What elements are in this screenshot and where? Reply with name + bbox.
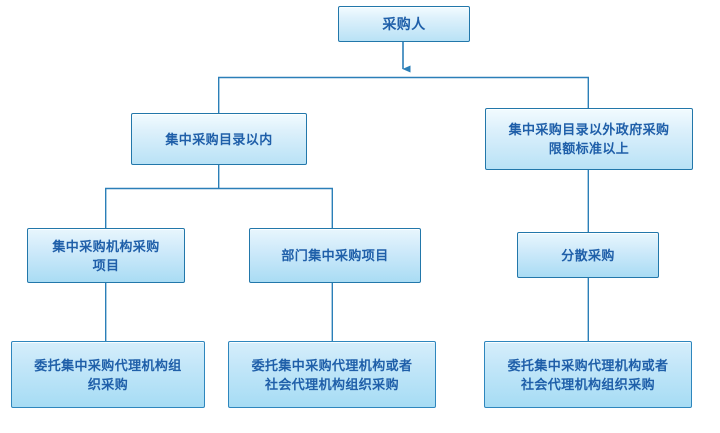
node-decentralized-procurement[interactable]: 分散采购	[517, 232, 659, 278]
node-entrust-centralized-or-social-agency-right-label: 委托集中采购代理机构或者 社会代理机构组织采购	[507, 357, 669, 392]
node-department-centralized-project[interactable]: 部门集中采购项目	[249, 228, 421, 283]
node-within-catalog-label: 集中采购目录以内	[165, 131, 273, 147]
node-decentralized-procurement-label: 分散采购	[561, 247, 615, 263]
node-entrust-centralized-agency-label: 委托集中采购代理机构组 织采购	[34, 357, 182, 392]
node-entrust-centralized-or-social-agency-mid-label: 委托集中采购代理机构或者 社会代理机构组织采购	[251, 357, 413, 392]
edge-level3-to-level4	[104, 278, 589, 341]
node-entrust-centralized-or-social-agency-right[interactable]: 委托集中采购代理机构或者 社会代理机构组织采购	[484, 341, 692, 408]
node-department-centralized-project-label: 部门集中采购项目	[281, 248, 389, 263]
node-entrust-centralized-agency[interactable]: 委托集中采购代理机构组 织采购	[11, 341, 205, 408]
node-entrust-centralized-or-social-agency-mid[interactable]: 委托集中采购代理机构或者 社会代理机构组织采购	[228, 341, 436, 408]
node-outside-catalog-above-threshold[interactable]: 集中采购目录以外政府采购 限额标准以上	[485, 108, 693, 170]
node-centralized-agency-project-label: 集中采购机构采购 项目	[52, 238, 160, 273]
node-purchaser-label: 采购人	[382, 15, 426, 32]
node-outside-catalog-above-threshold-label: 集中采购目录以外政府采购 限额标准以上	[508, 122, 670, 156]
edge-within-catalog-to-split	[104, 165, 333, 228]
node-centralized-agency-project[interactable]: 集中采购机构采购 项目	[27, 228, 185, 283]
node-within-catalog[interactable]: 集中采购目录以内	[131, 113, 307, 165]
node-purchaser[interactable]: 采购人	[338, 6, 470, 42]
